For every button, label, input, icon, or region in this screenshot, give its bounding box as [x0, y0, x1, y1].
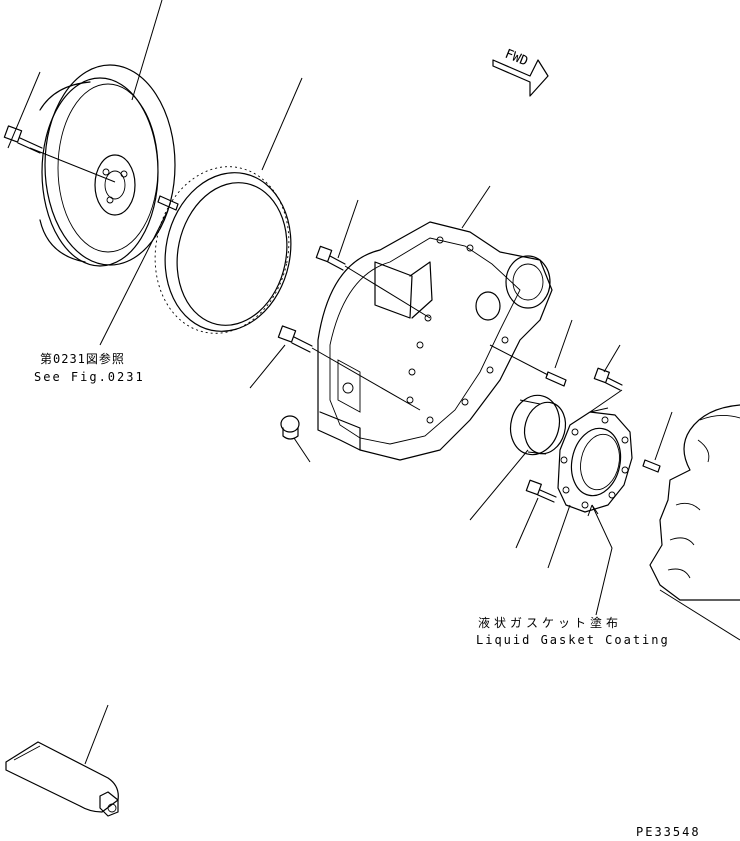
bolt-icon: [3, 125, 43, 154]
seal-cover-icon: [557, 411, 633, 513]
engine-block-icon: [649, 404, 740, 601]
fwd-arrow-icon: FWD: [492, 47, 549, 97]
ref-label-en: See Fig.0231: [34, 370, 145, 384]
bolt-icon: [593, 367, 623, 391]
ref-label-jp: 第0231図参照: [40, 352, 125, 366]
ring-gear-icon: [154, 166, 292, 334]
gasket-label-en: Liquid Gasket Coating: [476, 633, 670, 647]
dowel-pin-icon: [157, 195, 179, 211]
bolt-icon: [315, 245, 346, 271]
dowel-pin-icon: [642, 459, 661, 473]
plug-icon: [280, 415, 300, 440]
dowel-pin-icon: [545, 371, 567, 387]
flywheel-icon: [39, 64, 176, 267]
bolt-icon: [525, 479, 557, 503]
bolt-icon: [277, 325, 313, 353]
drawing-number: PE33548: [636, 825, 701, 839]
gasket-label-jp: 液状ガスケット塗布: [478, 616, 623, 630]
oil-seal-icon: [509, 394, 567, 456]
gasket-tube-icon: [5, 741, 119, 817]
flywheel-housing-icon: [317, 221, 553, 461]
